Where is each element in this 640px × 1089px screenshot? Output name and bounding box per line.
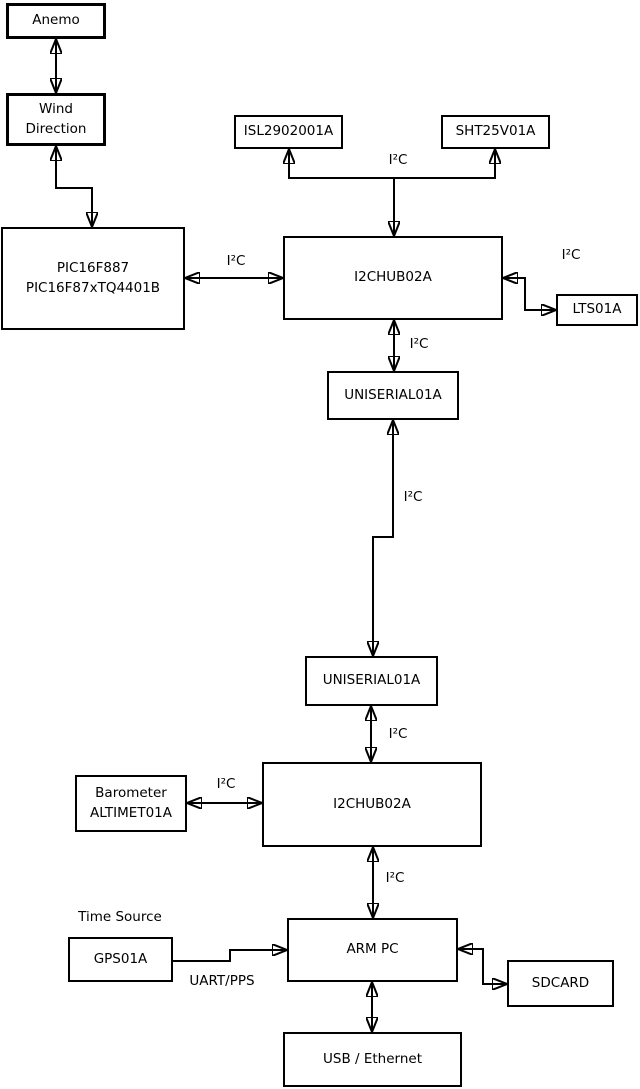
connector-gps-armpc xyxy=(173,950,287,962)
box-uniserial-1: UNISERIAL01A xyxy=(327,371,459,420)
box-sdcard-label: SDCARD xyxy=(531,974,590,991)
box-usb-ethernet: USB / Ethernet xyxy=(283,1032,462,1087)
label-i2c-hub1-lts: I²C xyxy=(561,247,581,263)
box-i2c-hub-1: I2CHUB02A xyxy=(283,236,503,320)
box-i2c-hub-2-label: I2CHUB02A xyxy=(333,795,411,812)
box-pic-microcontroller-label: PIC16F887 PIC16F87xTQ4401B xyxy=(25,259,161,296)
box-uniserial-1-label: UNISERIAL01A xyxy=(344,386,442,403)
box-isl-light-sensor: ISL2902001A xyxy=(234,115,343,149)
box-barometer: Barometer ALTIMET01A xyxy=(75,775,187,832)
connector-armpc-sdcard xyxy=(458,949,507,984)
box-barometer-label: Barometer ALTIMET01A xyxy=(90,784,172,821)
label-uart-pps: UART/PPS xyxy=(189,973,255,989)
box-sdcard: SDCARD xyxy=(507,960,614,1007)
box-isl-light-sensor-label: ISL2902001A xyxy=(243,123,334,140)
box-gps: GPS01A xyxy=(68,937,173,982)
box-lts-temperature-sensor-label: LTS01A xyxy=(572,301,622,318)
box-uniserial-2: UNISERIAL01A xyxy=(305,656,438,706)
label-i2c-hub1-uniserial1: I²C xyxy=(409,336,429,352)
box-anemometer-label: Anemo xyxy=(32,12,80,29)
label-i2c-uniserial-link: I²C xyxy=(403,489,423,505)
connector-wind-pic xyxy=(56,146,92,227)
label-i2c-uniserial2-hub2: I²C xyxy=(388,726,408,742)
box-wind-direction-label: Wind Direction xyxy=(25,100,87,137)
label-i2c-sensor-branch: I²C xyxy=(388,152,408,168)
label-time-source: Time Source xyxy=(78,909,162,925)
box-wind-direction: Wind Direction xyxy=(6,93,106,146)
box-lts-temperature-sensor: LTS01A xyxy=(556,294,638,326)
box-anemometer: Anemo xyxy=(6,3,106,39)
box-sht-humidity-sensor-label: SHT25V01A xyxy=(455,123,536,140)
label-i2c-hub2-armpc: I²C xyxy=(385,870,405,886)
box-sht-humidity-sensor: SHT25V01A xyxy=(441,115,550,149)
label-i2c-barometer-hub2: I²C xyxy=(216,776,236,792)
box-pic-microcontroller: PIC16F887 PIC16F87xTQ4401B xyxy=(1,227,185,330)
box-i2c-hub-1-label: I2CHUB02A xyxy=(354,269,432,286)
box-usb-ethernet-label: USB / Ethernet xyxy=(323,1050,422,1067)
box-i2c-hub-2: I2CHUB02A xyxy=(262,762,482,847)
connector-uniserial1-uniserial2 xyxy=(373,420,393,656)
box-arm-pc: ARM PC xyxy=(287,918,458,982)
label-i2c-pic-hub1: I²C xyxy=(226,253,246,269)
box-arm-pc-label: ARM PC xyxy=(346,941,399,958)
connector-hub1-lts xyxy=(503,278,556,310)
connector-isl-sht-branch xyxy=(289,149,495,179)
box-gps-label: GPS01A xyxy=(93,950,148,967)
box-uniserial-2-label: UNISERIAL01A xyxy=(322,672,421,689)
